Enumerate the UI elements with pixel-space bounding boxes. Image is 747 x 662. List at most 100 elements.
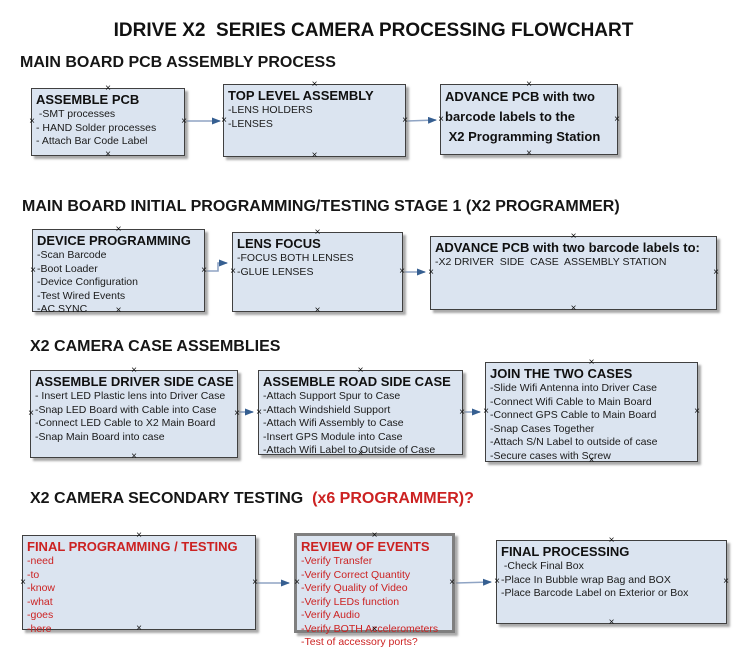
box-item: -Connect LED Cable to X2 Main Board	[35, 417, 216, 429]
box-item: -X2 DRIVER SIDE CASE ASSEMBLY STATION	[435, 256, 667, 268]
box-item: -Device Configuration	[37, 276, 138, 288]
flow-box[interactable]: REVIEW OF EVENTS-Verify Transfer-Verify …	[294, 530, 455, 648]
flow-box[interactable]: FINAL PROGRAMMING / TESTING-need-to-know…	[20, 531, 258, 635]
connector-handle-icon[interactable]: ×	[29, 116, 35, 127]
box-item: -Scan Barcode	[37, 249, 107, 261]
connector-handle-icon[interactable]: ×	[234, 408, 240, 419]
box-title: ASSEMBLE PCB	[36, 92, 140, 107]
connector-handle-icon[interactable]: ×	[526, 148, 532, 159]
connector-handle-icon[interactable]: ×	[570, 231, 577, 242]
connector-handle-icon[interactable]: ×	[449, 577, 455, 588]
box-item: -Connect GPS Cable to Main Board	[490, 409, 657, 421]
flow-arrow	[455, 578, 492, 586]
connector-handle-icon[interactable]: ×	[713, 267, 719, 278]
connector-handle-icon[interactable]: ×	[136, 530, 142, 541]
connector-handle-icon[interactable]: ×	[371, 624, 378, 635]
box-title: ASSEMBLE DRIVER SIDE CASE	[35, 374, 234, 389]
flow-box[interactable]: FINAL PROCESSING -Check Final Box-Place …	[494, 536, 729, 628]
flow-box[interactable]: JOIN THE TWO CASES-Slide Wifi Antenna in…	[483, 358, 700, 466]
connector-handle-icon[interactable]: ×	[30, 264, 36, 276]
connector-handle-icon[interactable]: ×	[201, 264, 207, 276]
box-title: ADVANCE PCB with two	[445, 89, 595, 104]
connector-handle-icon[interactable]: ×	[428, 267, 434, 278]
box-item: - HAND Solder processes	[36, 121, 157, 134]
connector-handle-icon[interactable]: ×	[311, 150, 318, 161]
section-heading-text: X2 CAMERA SECONDARY TESTING	[30, 490, 313, 507]
connector-handle-icon[interactable]: ×	[105, 149, 111, 160]
box-item: -here	[27, 622, 52, 635]
box-item: -Verify Quality of Video	[301, 582, 408, 594]
connector-handle-icon[interactable]: ×	[131, 365, 137, 376]
section-heading-text: X2 CAMERA CASE ASSEMBLIES	[30, 338, 281, 355]
connector-handle-icon[interactable]: ×	[28, 408, 34, 419]
connector-handle-icon[interactable]: ×	[483, 406, 489, 417]
connector-handle-icon[interactable]: ×	[526, 79, 532, 90]
box-item: -know	[27, 582, 56, 594]
connector-handle-icon[interactable]: ×	[136, 623, 142, 634]
box-item: -need	[27, 555, 54, 567]
section-heading-text: MAIN BOARD INITIAL PROGRAMMING/TESTING S…	[22, 198, 620, 215]
connector-handle-icon[interactable]: ×	[311, 79, 318, 90]
box-title: X2 Programming Station	[445, 129, 601, 144]
connector-handle-icon[interactable]: ×	[588, 455, 595, 466]
flow-box[interactable]: ADVANCE PCB with two barcode labels to:-…	[428, 232, 719, 314]
flow-box[interactable]: TOP LEVEL ASSEMBLY-LENS HOLDERS-LENSES××…	[221, 80, 408, 161]
connector-handle-icon[interactable]: ×	[723, 576, 729, 587]
connector-handle-icon[interactable]: ×	[570, 303, 577, 314]
box-title: ASSEMBLE ROAD SIDE CASE	[263, 374, 451, 389]
box-item: -Connect Wifi Cable to Main Board	[490, 395, 652, 408]
section-heading-text: MAIN BOARD PCB ASSEMBLY PROCESS	[20, 54, 336, 71]
flow-box[interactable]: ASSEMBLE DRIVER SIDE CASE- Insert LED Pl…	[28, 366, 240, 462]
box-title: barcode labels to the	[445, 109, 576, 124]
connector-handle-icon[interactable]: ×	[402, 114, 408, 126]
box-item: -what	[27, 595, 53, 608]
box-item: -LENSES	[228, 117, 273, 130]
flow-box[interactable]: LENS FOCUS-FOCUS BOTH LENSES-GLUE LENSES…	[230, 228, 405, 316]
connector-handle-icon[interactable]: ×	[294, 577, 300, 588]
connector-handle-icon[interactable]: ×	[694, 406, 700, 417]
box-item: -Verify Audio	[301, 609, 360, 621]
connector-handle-icon[interactable]: ×	[115, 305, 122, 316]
connector-handle-icon[interactable]: ×	[314, 227, 321, 238]
connector-handle-icon[interactable]: ×	[221, 114, 227, 126]
box-item: -SMT processes	[36, 108, 116, 120]
connector-handle-icon[interactable]: ×	[105, 83, 111, 94]
box-item: -Attach Windshield Support	[263, 403, 391, 416]
box-item: -Place In Bubble wrap Bag and BOX	[501, 573, 671, 586]
section-heading: X2 CAMERA CASE ASSEMBLIES	[30, 338, 280, 356]
box-item: -Verify LEDs function	[301, 595, 400, 608]
connector-handle-icon[interactable]: ×	[357, 365, 364, 376]
connector-handle-icon[interactable]: ×	[256, 406, 262, 418]
flow-box[interactable]: DEVICE PROGRAMMING-Scan Barcode-Boot Loa…	[30, 225, 207, 316]
connector-handle-icon[interactable]: ×	[459, 406, 465, 418]
box-item: -Secure cases with Screw	[490, 449, 611, 462]
connector-handle-icon[interactable]: ×	[115, 224, 122, 235]
box-item: -Insert GPS Module into Case	[263, 430, 403, 443]
box-item: -goes	[27, 609, 54, 621]
section-heading: MAIN BOARD PCB ASSEMBLY PROCESS	[20, 54, 336, 72]
box-title: TOP LEVEL ASSEMBLY	[228, 88, 374, 103]
box-item: -FOCUS BOTH LENSES	[237, 252, 354, 264]
flow-box[interactable]: ADVANCE PCB with two barcode labels to th…	[438, 80, 620, 159]
box-title: LENS FOCUS	[237, 236, 321, 251]
box-item: -to	[27, 568, 40, 581]
connector-handle-icon[interactable]: ×	[252, 576, 258, 588]
box-title: DEVICE PROGRAMMING	[37, 233, 191, 248]
connector-handle-icon[interactable]: ×	[314, 305, 321, 316]
box-item: -Snap Cases Together	[490, 422, 595, 435]
flow-box[interactable]: ASSEMBLE ROAD SIDE CASE-Attach Support S…	[256, 366, 465, 459]
connector-handle-icon[interactable]: ×	[230, 266, 236, 277]
flow-box[interactable]: ASSEMBLE PCB -SMT processes- HAND Solder…	[29, 84, 187, 160]
connector-handle-icon[interactable]: ×	[614, 113, 620, 125]
connector-handle-icon[interactable]: ×	[608, 617, 615, 628]
connector-handle-icon[interactable]: ×	[608, 535, 615, 546]
connector-handle-icon[interactable]: ×	[357, 448, 364, 459]
connector-handle-icon[interactable]: ×	[438, 113, 444, 125]
connector-handle-icon[interactable]: ×	[20, 576, 26, 588]
connector-handle-icon[interactable]: ×	[399, 266, 405, 277]
connector-handle-icon[interactable]: ×	[371, 530, 378, 541]
connector-handle-icon[interactable]: ×	[588, 357, 595, 368]
connector-handle-icon[interactable]: ×	[181, 116, 187, 127]
connector-handle-icon[interactable]: ×	[494, 576, 500, 587]
connector-handle-icon[interactable]: ×	[131, 451, 137, 462]
